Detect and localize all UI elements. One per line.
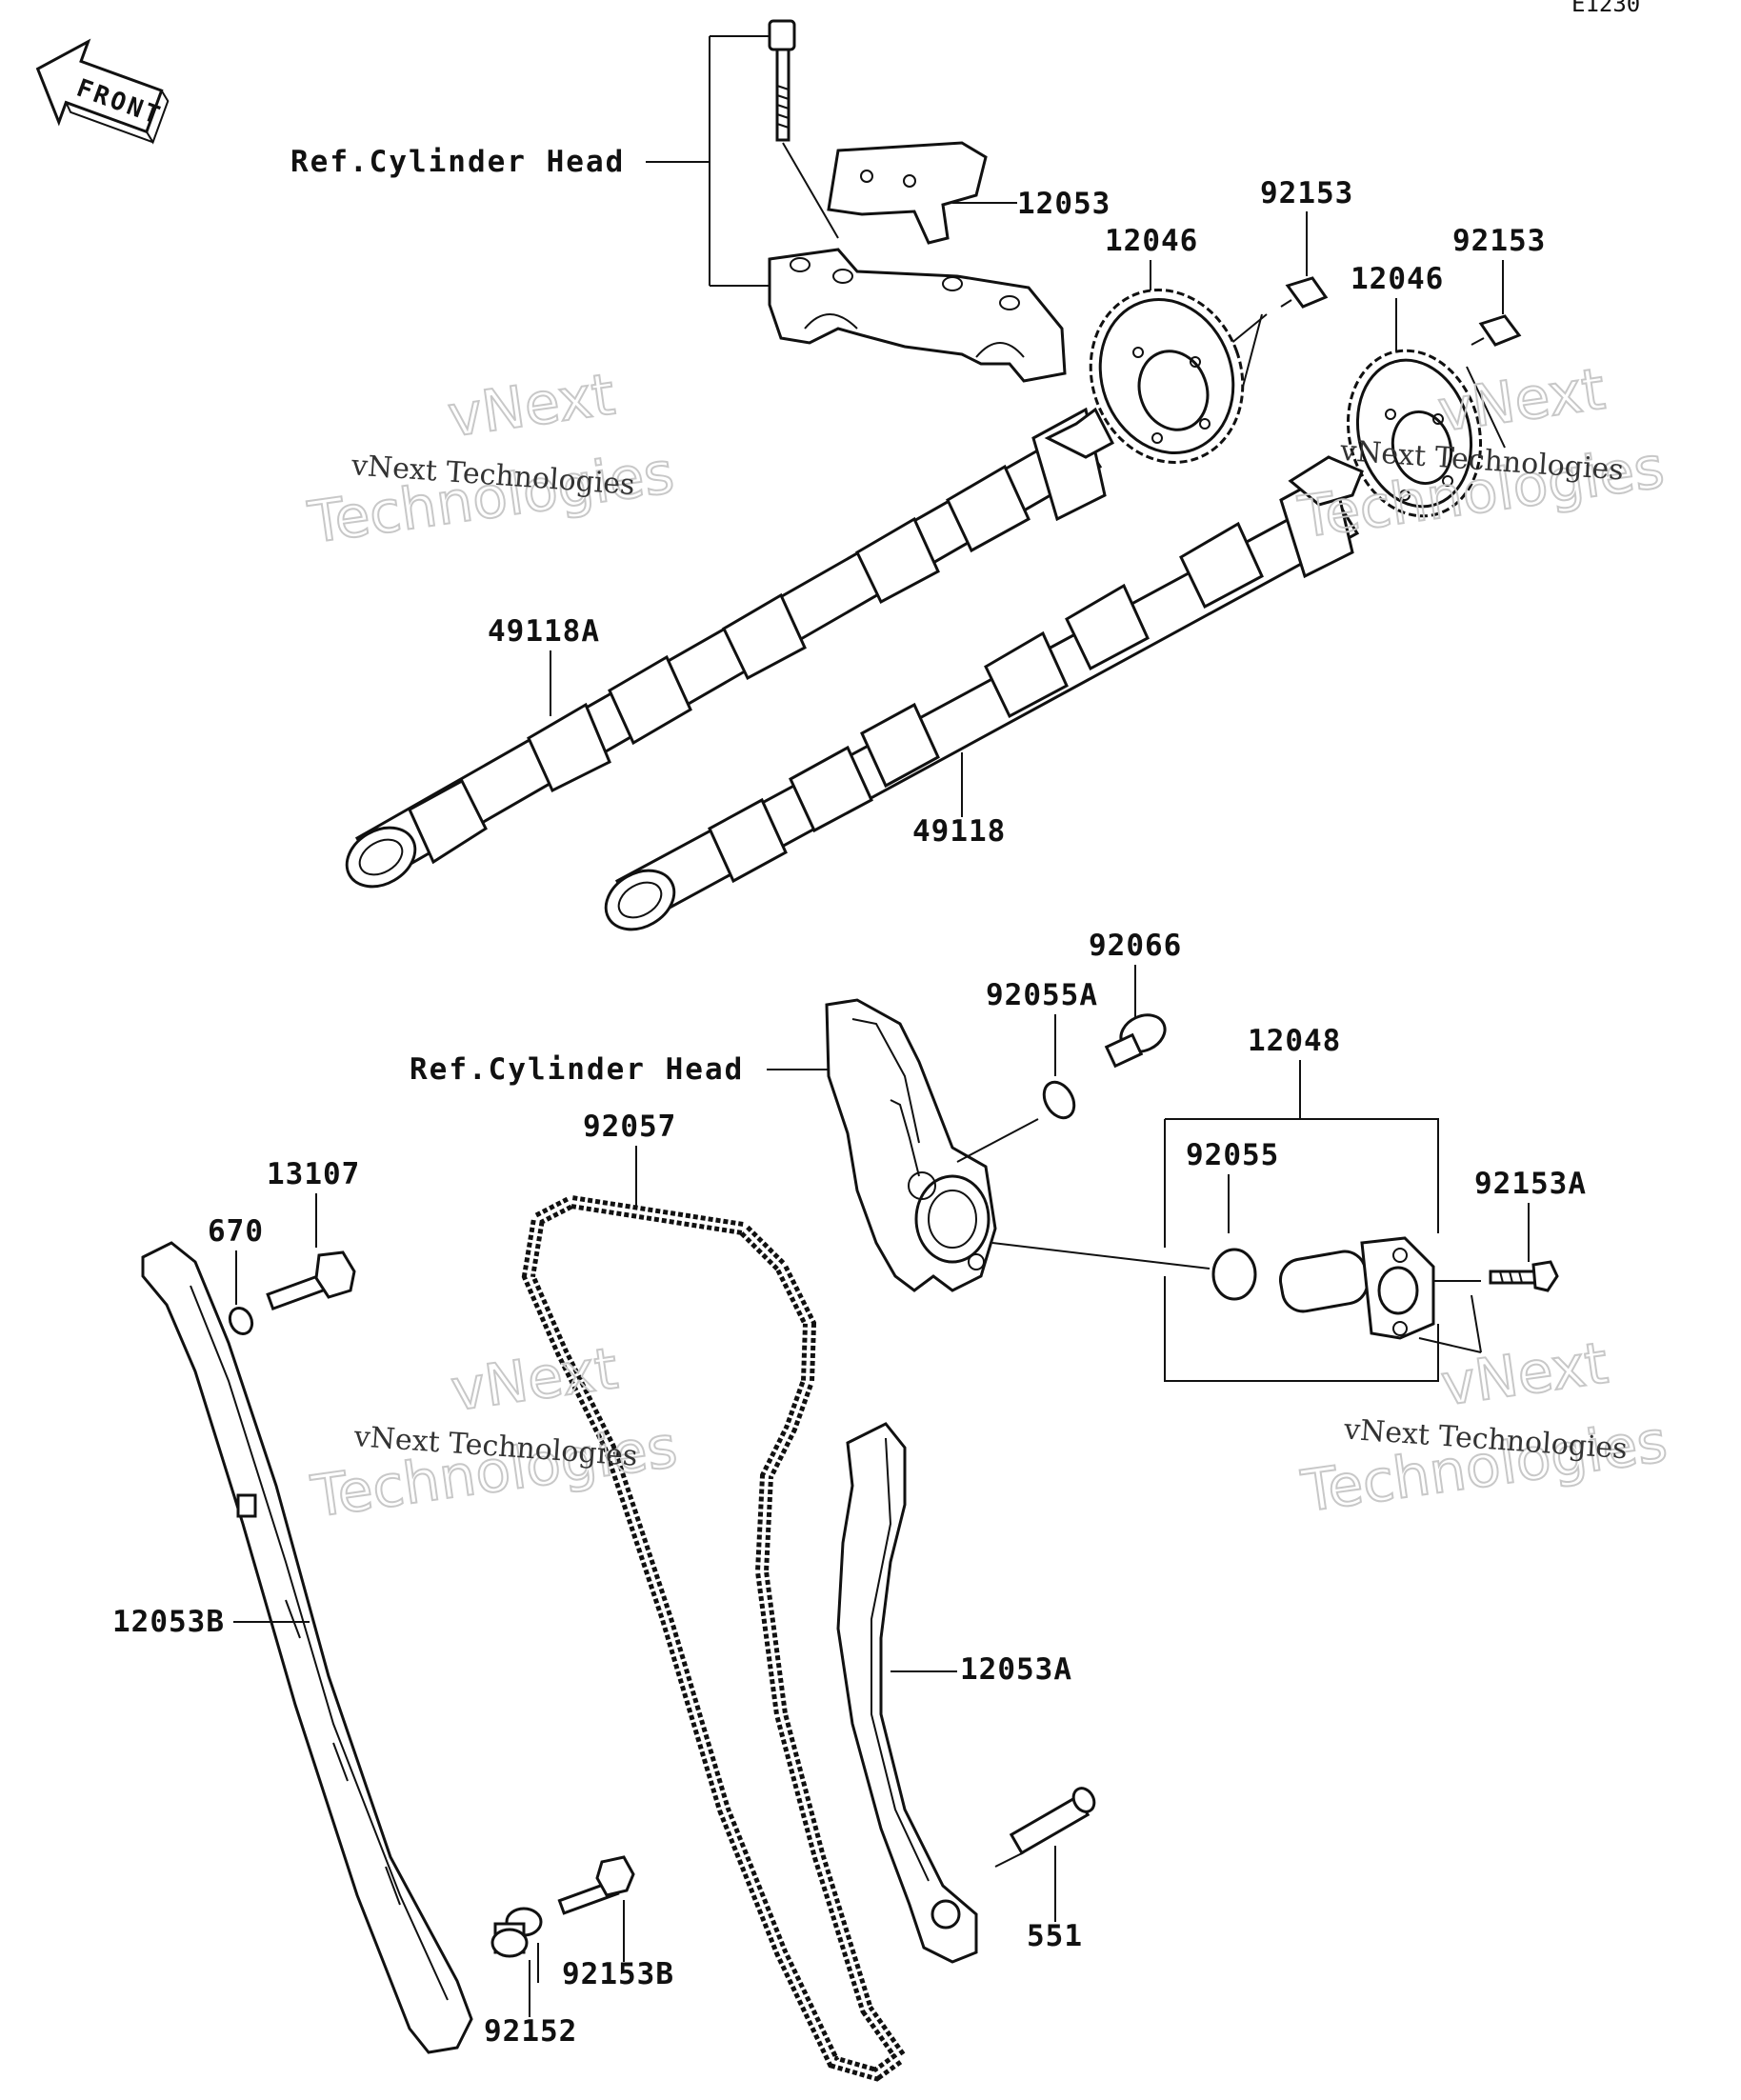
camshaft-cap <box>768 248 1067 383</box>
oring-670 <box>228 1306 254 1336</box>
svg-text:vNext: vNext <box>1434 356 1609 446</box>
cam-chain-tensioner <box>1278 1236 1435 1340</box>
sprocket-bolt-left <box>1280 276 1329 309</box>
cam-chain <box>521 1194 910 2082</box>
label-12046-left: 12046 <box>1105 224 1198 258</box>
label-13107: 13107 <box>267 1157 360 1191</box>
front-arrow-icon: FRONT <box>35 38 170 145</box>
label-92153-right: 92153 <box>1452 224 1546 258</box>
label-49118: 49118 <box>912 814 1006 849</box>
label-92055A: 92055A <box>986 978 1098 1012</box>
label-12053: 12053 <box>1017 187 1111 221</box>
chain-guide-12053A <box>836 1422 978 1964</box>
tensioner-bolt-92153A <box>1489 1260 1559 1292</box>
cam-cap-bolt <box>768 19 796 142</box>
cam-sprocket-left <box>1089 289 1245 464</box>
svg-text:vNext: vNext <box>444 361 618 450</box>
label-12046-right: 12046 <box>1351 262 1444 296</box>
label-92066: 92066 <box>1089 929 1182 963</box>
ref-cylinder-head-mid: Ref.Cylinder Head <box>410 1052 744 1087</box>
sprocket-bolt-right <box>1471 314 1522 347</box>
chain-guide-12053B <box>141 1241 473 2054</box>
watermark-top-right: vNext Technologies vNext Technologies <box>1293 355 1669 552</box>
diagram-code: E1230 <box>1571 0 1640 17</box>
label-12048: 12048 <box>1248 1024 1341 1058</box>
label-92055: 92055 <box>1186 1138 1279 1172</box>
label-92153A: 92153A <box>1474 1167 1587 1201</box>
label-92057: 92057 <box>583 1110 676 1144</box>
bolt-92153B <box>557 1855 635 1915</box>
label-92153-left: 92153 <box>1260 176 1353 210</box>
watermark-top-left: vNext Technologies vNext Technologies <box>303 360 678 557</box>
label-49118A: 49118A <box>488 614 600 649</box>
label-92152: 92152 <box>484 2014 577 2049</box>
cylinder-head-section <box>825 998 997 1292</box>
label-12053B: 12053B <box>112 1605 225 1639</box>
oring-92055A <box>1042 1080 1076 1120</box>
oring-92055 <box>1211 1248 1257 1301</box>
watermark-bottom-right: vNext Technologies vNext Technologies <box>1296 1330 1671 1527</box>
guide-bolt-13107 <box>266 1250 356 1311</box>
collar-92152 <box>490 1907 543 1958</box>
tensioner-group-bracket <box>1164 1118 1439 1382</box>
label-551: 551 <box>1027 1919 1083 1953</box>
chain-guide-bracket <box>827 141 988 245</box>
camshaft-49118A <box>345 407 1115 889</box>
ref-cylinder-head-top: Ref.Cylinder Head <box>290 145 625 179</box>
label-12053A: 12053A <box>960 1652 1072 1687</box>
cam-sprocket-right <box>1346 349 1483 518</box>
label-92153B: 92153B <box>562 1957 674 1991</box>
svg-text:vNext: vNext <box>1437 1330 1611 1420</box>
cap-bolt-92066 <box>1104 1013 1167 1069</box>
label-670: 670 <box>208 1214 264 1249</box>
pivot-pin-551 <box>1009 1787 1096 1855</box>
camshaft-49118 <box>604 455 1364 931</box>
